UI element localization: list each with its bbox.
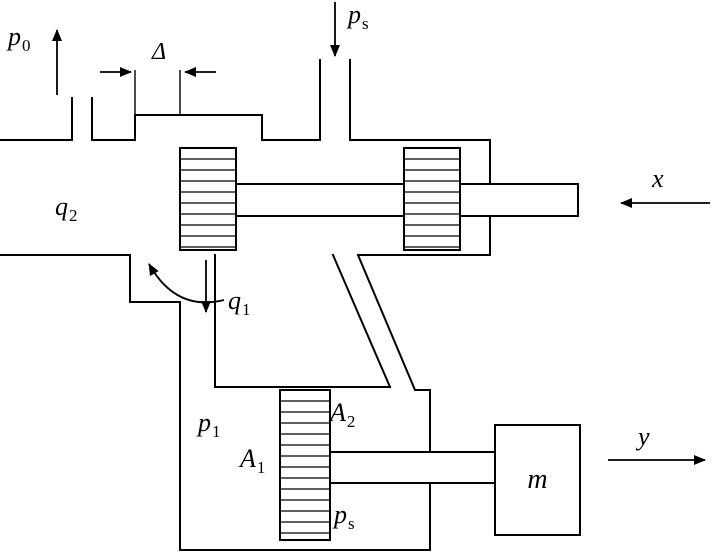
label-q2: q2 bbox=[55, 192, 78, 225]
label-A1: A1 bbox=[240, 444, 266, 477]
piston-rod bbox=[329, 451, 496, 484]
label-y-output: y bbox=[638, 422, 650, 451]
label-A2: A2 bbox=[330, 398, 356, 431]
delta-extension-lines bbox=[134, 70, 181, 115]
spool-rod bbox=[235, 183, 405, 217]
spool-left-land bbox=[179, 147, 237, 251]
label-ps-bottom: ps bbox=[334, 500, 355, 533]
label-mass: m bbox=[527, 464, 548, 495]
label-p0: p0 bbox=[8, 22, 31, 55]
valve-body-outline bbox=[0, 59, 491, 256]
actuator-body-outline bbox=[129, 253, 431, 551]
label-ps-top: ps bbox=[348, 0, 369, 33]
piston bbox=[279, 389, 331, 541]
q2-flow-arrow bbox=[148, 263, 225, 304]
label-p1: p1 bbox=[198, 408, 221, 441]
mass-block bbox=[494, 424, 581, 536]
label-x-input: x bbox=[652, 164, 664, 193]
label-delta: Δ bbox=[152, 39, 167, 65]
label-q1: q1 bbox=[228, 286, 251, 319]
spool-right-land bbox=[403, 147, 461, 251]
spool-input-rod bbox=[459, 183, 579, 217]
